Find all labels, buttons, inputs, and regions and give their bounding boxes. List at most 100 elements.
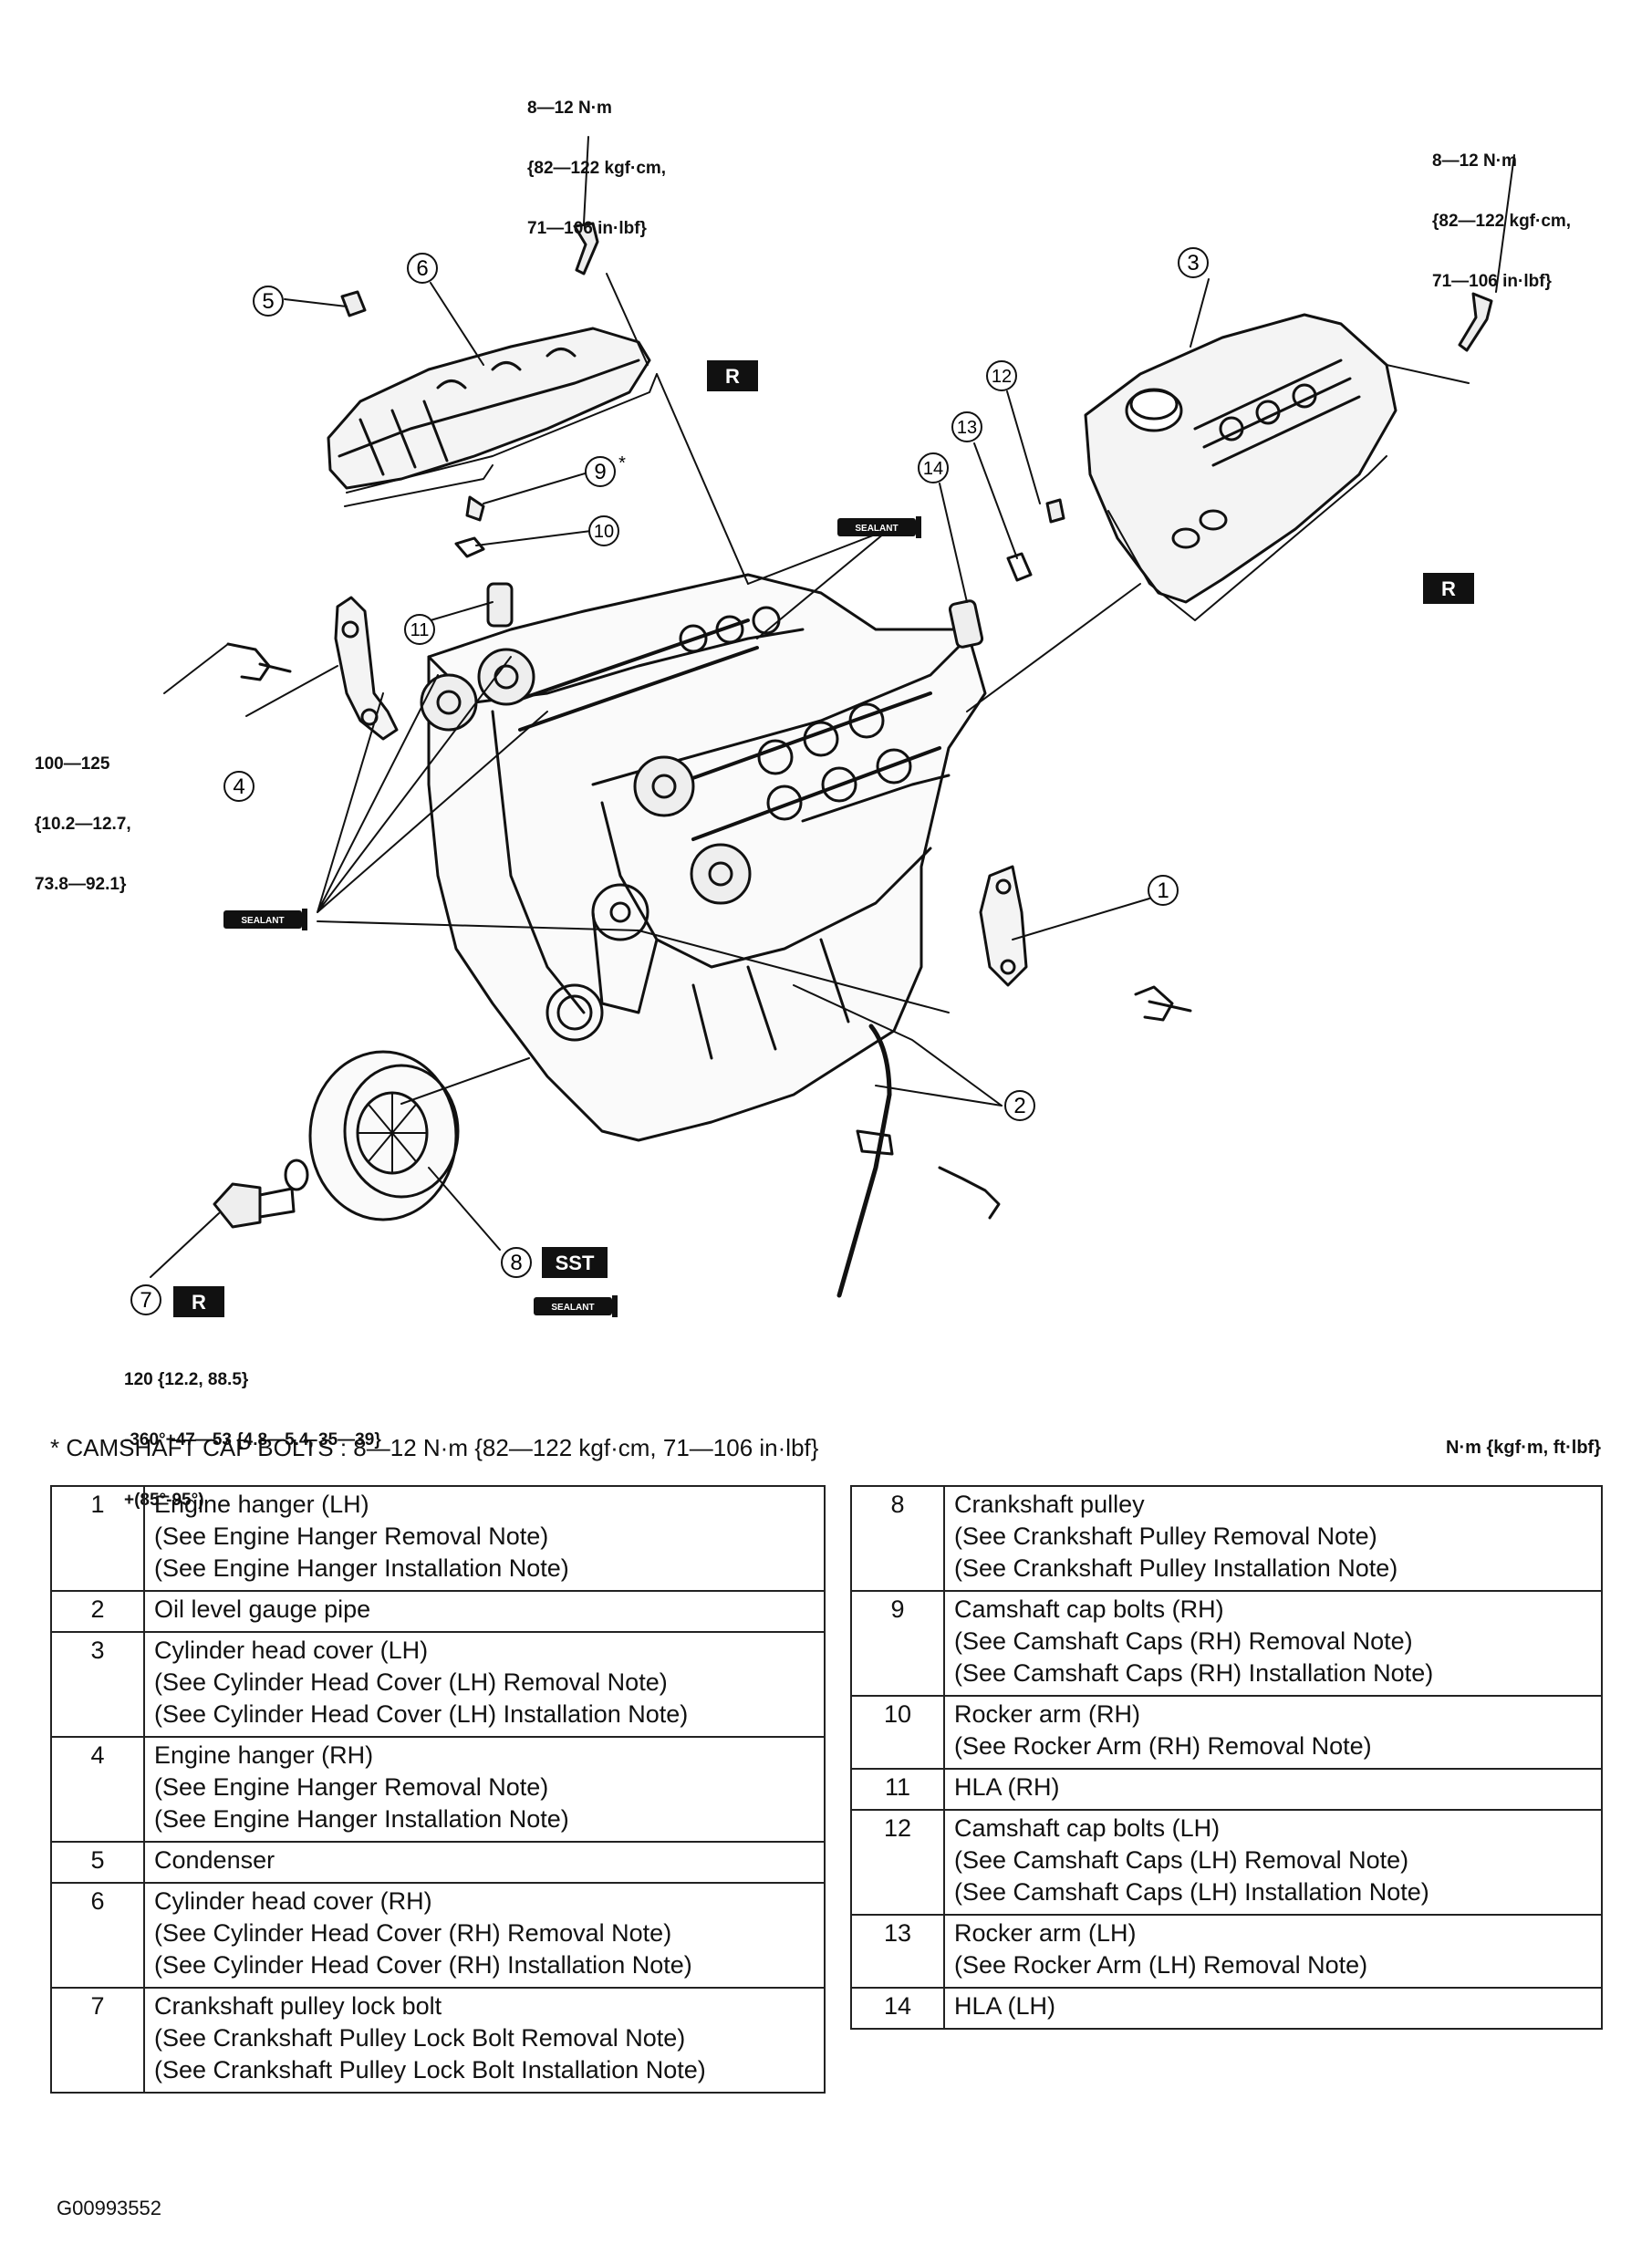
callout-3: 3 xyxy=(1178,247,1209,278)
part-reference-note: (See Crankshaft Pulley Lock Bolt Install… xyxy=(154,2056,706,2084)
callout-5: 5 xyxy=(253,286,284,317)
engine-hanger-lh-drawing xyxy=(979,865,1192,1022)
sealant-tubes: SEALANT SEALANT SEALANT xyxy=(223,516,921,1317)
part-name: Engine hanger (LH) xyxy=(154,1491,369,1518)
part-name: Camshaft cap bolts (LH) xyxy=(954,1814,1221,1842)
part-description: Crankshaft pulley(See Crankshaft Pulley … xyxy=(943,1485,1603,1592)
engine-exploded-diagram: 1 2 3 4 5 6 7 8 9* 10 11 12 13 14 R R R … xyxy=(130,136,1515,1317)
part-name: Cylinder head cover (LH) xyxy=(154,1637,429,1664)
part-name: Crankshaft pulley lock bolt xyxy=(154,1992,442,2020)
callout-11-label: 11 xyxy=(410,620,430,640)
tag-sst: SST xyxy=(542,1247,608,1278)
part-number: 14 xyxy=(850,1987,945,2030)
part-description: Condenser xyxy=(143,1841,826,1884)
sealant-tube-bottom: SEALANT xyxy=(534,1295,618,1317)
part-description: HLA (RH) xyxy=(943,1768,1603,1811)
engine-block-drawing xyxy=(420,573,987,1142)
engine-hanger-rh-drawing xyxy=(226,596,399,741)
callout-14-label: 14 xyxy=(923,459,943,479)
part-reference-note: (See Cylinder Head Cover (RH) Installati… xyxy=(154,1951,692,1979)
torque-line: 73.8—92.1} xyxy=(35,875,127,894)
part-number: 3 xyxy=(50,1631,145,1738)
callout-2-label: 2 xyxy=(1013,1094,1025,1118)
callout-4: 4 xyxy=(223,771,255,802)
part-name: Camshaft cap bolts (RH) xyxy=(954,1595,1224,1623)
callout-10-label: 10 xyxy=(594,522,614,542)
part-reference-note: (See Camshaft Caps (LH) Removal Note) xyxy=(954,1846,1409,1874)
crankshaft-pulley-drawing xyxy=(284,1050,460,1221)
part-reference-note: (See Rocker Arm (RH) Removal Note) xyxy=(954,1732,1372,1760)
callout-4-label: 4 xyxy=(233,774,244,799)
part-name: HLA (RH) xyxy=(954,1773,1060,1801)
part-reference-note: (See Cylinder Head Cover (LH) Installati… xyxy=(154,1700,689,1728)
part-number: 13 xyxy=(850,1914,945,1989)
part-description: Oil level gauge pipe xyxy=(143,1590,826,1633)
tag-r-cover-rh: R xyxy=(707,360,758,391)
torque-line: 8—12 N·m xyxy=(527,99,612,118)
part-reference-note: (See Engine Hanger Installation Note) xyxy=(154,1805,569,1833)
part-description: Camshaft cap bolts (RH) (See Camshaft Cap… xyxy=(943,1590,1603,1697)
sealant-tube-left-label: SEALANT xyxy=(241,916,284,926)
cylinder-head-cover-lh-drawing xyxy=(1084,313,1397,621)
tag-r-lock-bolt: R xyxy=(173,1286,224,1317)
part-name: HLA (LH) xyxy=(954,1992,1056,2020)
torque-line: 120 {12.2, 88.5} xyxy=(124,1370,249,1389)
part-number: 12 xyxy=(850,1809,945,1916)
sealant-tube-top-label: SEALANT xyxy=(855,524,898,534)
callout-14: 14 xyxy=(918,452,949,483)
part-description: Camshaft cap bolts (LH) (See Camshaft Cap… xyxy=(943,1809,1603,1916)
part-name: Condenser xyxy=(154,1846,275,1874)
units-legend: N·m {kgf·m, ft·lbf} xyxy=(1446,1438,1601,1458)
part-reference-note: (See Camshaft Caps (RH) Installation Not… xyxy=(954,1659,1434,1687)
torque-spec-cover-bolt-top-right: 8—12 N·m {82—122 kgf·cm, 71—106 in·lbf} xyxy=(1432,111,1571,312)
tag-sst-label: SST xyxy=(556,1252,595,1274)
torque-line: -360°+47—53 {4.8—5.4, 35—39} xyxy=(124,1430,381,1450)
callout-6: 6 xyxy=(407,253,438,284)
figure-id: G00993552 xyxy=(57,2197,161,2219)
part-name: Engine hanger (RH) xyxy=(154,1741,374,1769)
callout-9-label: 9 xyxy=(594,460,606,484)
part-name: Oil level gauge pipe xyxy=(154,1595,371,1623)
sealant-tube-bottom-label: SEALANT xyxy=(551,1303,594,1313)
part-description: Cylinder head cover (RH) (See Cylinder He… xyxy=(143,1882,826,1989)
callout-7: 7 xyxy=(130,1284,161,1315)
part-reference-note: (See Engine Hanger Installation Note) xyxy=(154,1554,569,1582)
callout-10: 10 xyxy=(588,515,619,546)
callout-2: 2 xyxy=(1004,1090,1035,1121)
part-reference-note: (See Crankshaft Pulley Removal Note) xyxy=(954,1522,1377,1550)
part-description: Rocker arm (LH)(See Rocker Arm (LH) Remo… xyxy=(943,1914,1603,1989)
callout-1: 1 xyxy=(1148,875,1179,906)
table-row: 14 HLA (LH) xyxy=(850,1987,1603,2030)
callout-8-label: 8 xyxy=(510,1251,522,1275)
tag-r-lock-bolt-label: R xyxy=(192,1291,206,1314)
part-number: 8 xyxy=(850,1485,945,1592)
small-parts-drawing xyxy=(340,222,1493,649)
callout-9: 9* xyxy=(585,453,626,487)
table-row: 3 Cylinder head cover (LH) (See Cylinder H… xyxy=(50,1631,826,1738)
torque-spec-engine-hanger: 100—125 {10.2—12.7, 73.8—92.1} xyxy=(35,714,131,915)
part-description: Engine hanger (LH)(See Engine Hanger Rem… xyxy=(143,1485,826,1592)
part-name: Cylinder head cover (RH) xyxy=(154,1887,432,1915)
part-description: Cylinder head cover (LH) (See Cylinder He… xyxy=(143,1631,826,1738)
note-row: * CAMSHAFT CAP BOLTS : 8—12 N·m {82—122 … xyxy=(50,1430,1601,1467)
torque-line: 8—12 N·m xyxy=(1432,151,1517,171)
torque-line: {82—122 kgf·cm, xyxy=(527,159,667,178)
torque-line: 71—106 in·lbf} xyxy=(1432,272,1552,291)
leader-lines xyxy=(150,136,1515,1278)
part-reference-note: (See Cylinder Head Cover (RH) Removal No… xyxy=(154,1919,672,1947)
part-number: 1 xyxy=(50,1485,145,1592)
part-number: 10 xyxy=(850,1695,945,1770)
part-number: 4 xyxy=(50,1736,145,1843)
part-reference-note: (See Cylinder Head Cover (LH) Removal No… xyxy=(154,1668,668,1696)
table-row: 11 HLA (RH) xyxy=(850,1768,1603,1811)
torque-line: {82—122 kgf·cm, xyxy=(1432,212,1572,231)
part-reference-note: (See Crankshaft Pulley Lock Bolt Removal… xyxy=(154,2024,686,2052)
part-number: 11 xyxy=(850,1768,945,1811)
